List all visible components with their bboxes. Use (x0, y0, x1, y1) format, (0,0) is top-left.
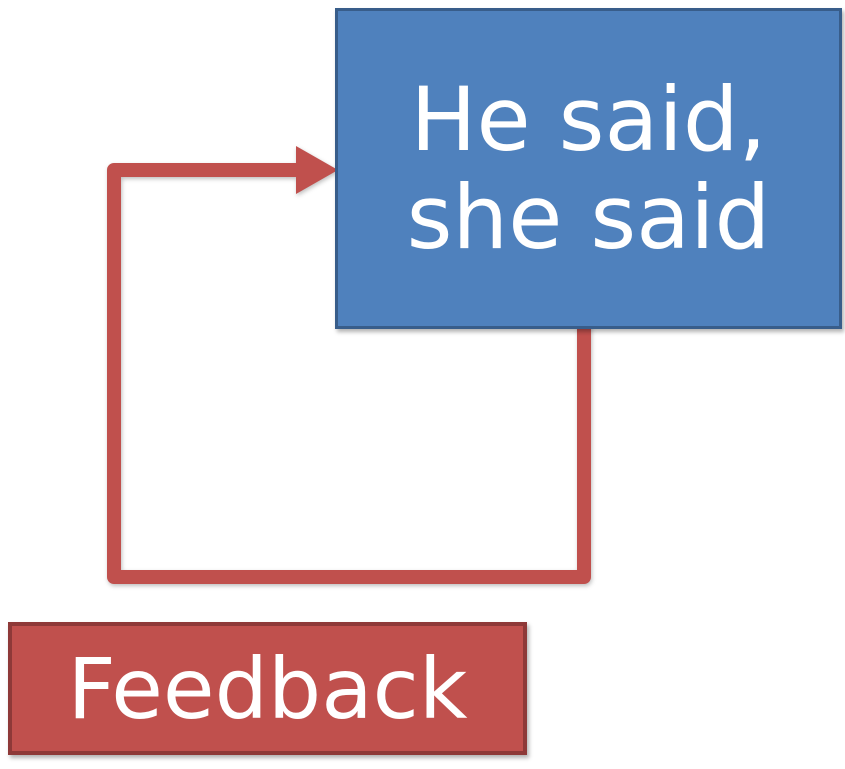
node-he-said-she-said-label: He said, she said (406, 67, 771, 269)
node-label-line-1: He said, (410, 67, 767, 171)
node-he-said-she-said: He said, she said (335, 8, 842, 329)
node-label-line-2: she said (406, 165, 771, 269)
node-feedback: Feedback (8, 622, 527, 755)
arrowhead-icon (296, 146, 338, 194)
feedback-loop-path (107, 163, 591, 584)
node-feedback-label: Feedback (67, 639, 468, 738)
